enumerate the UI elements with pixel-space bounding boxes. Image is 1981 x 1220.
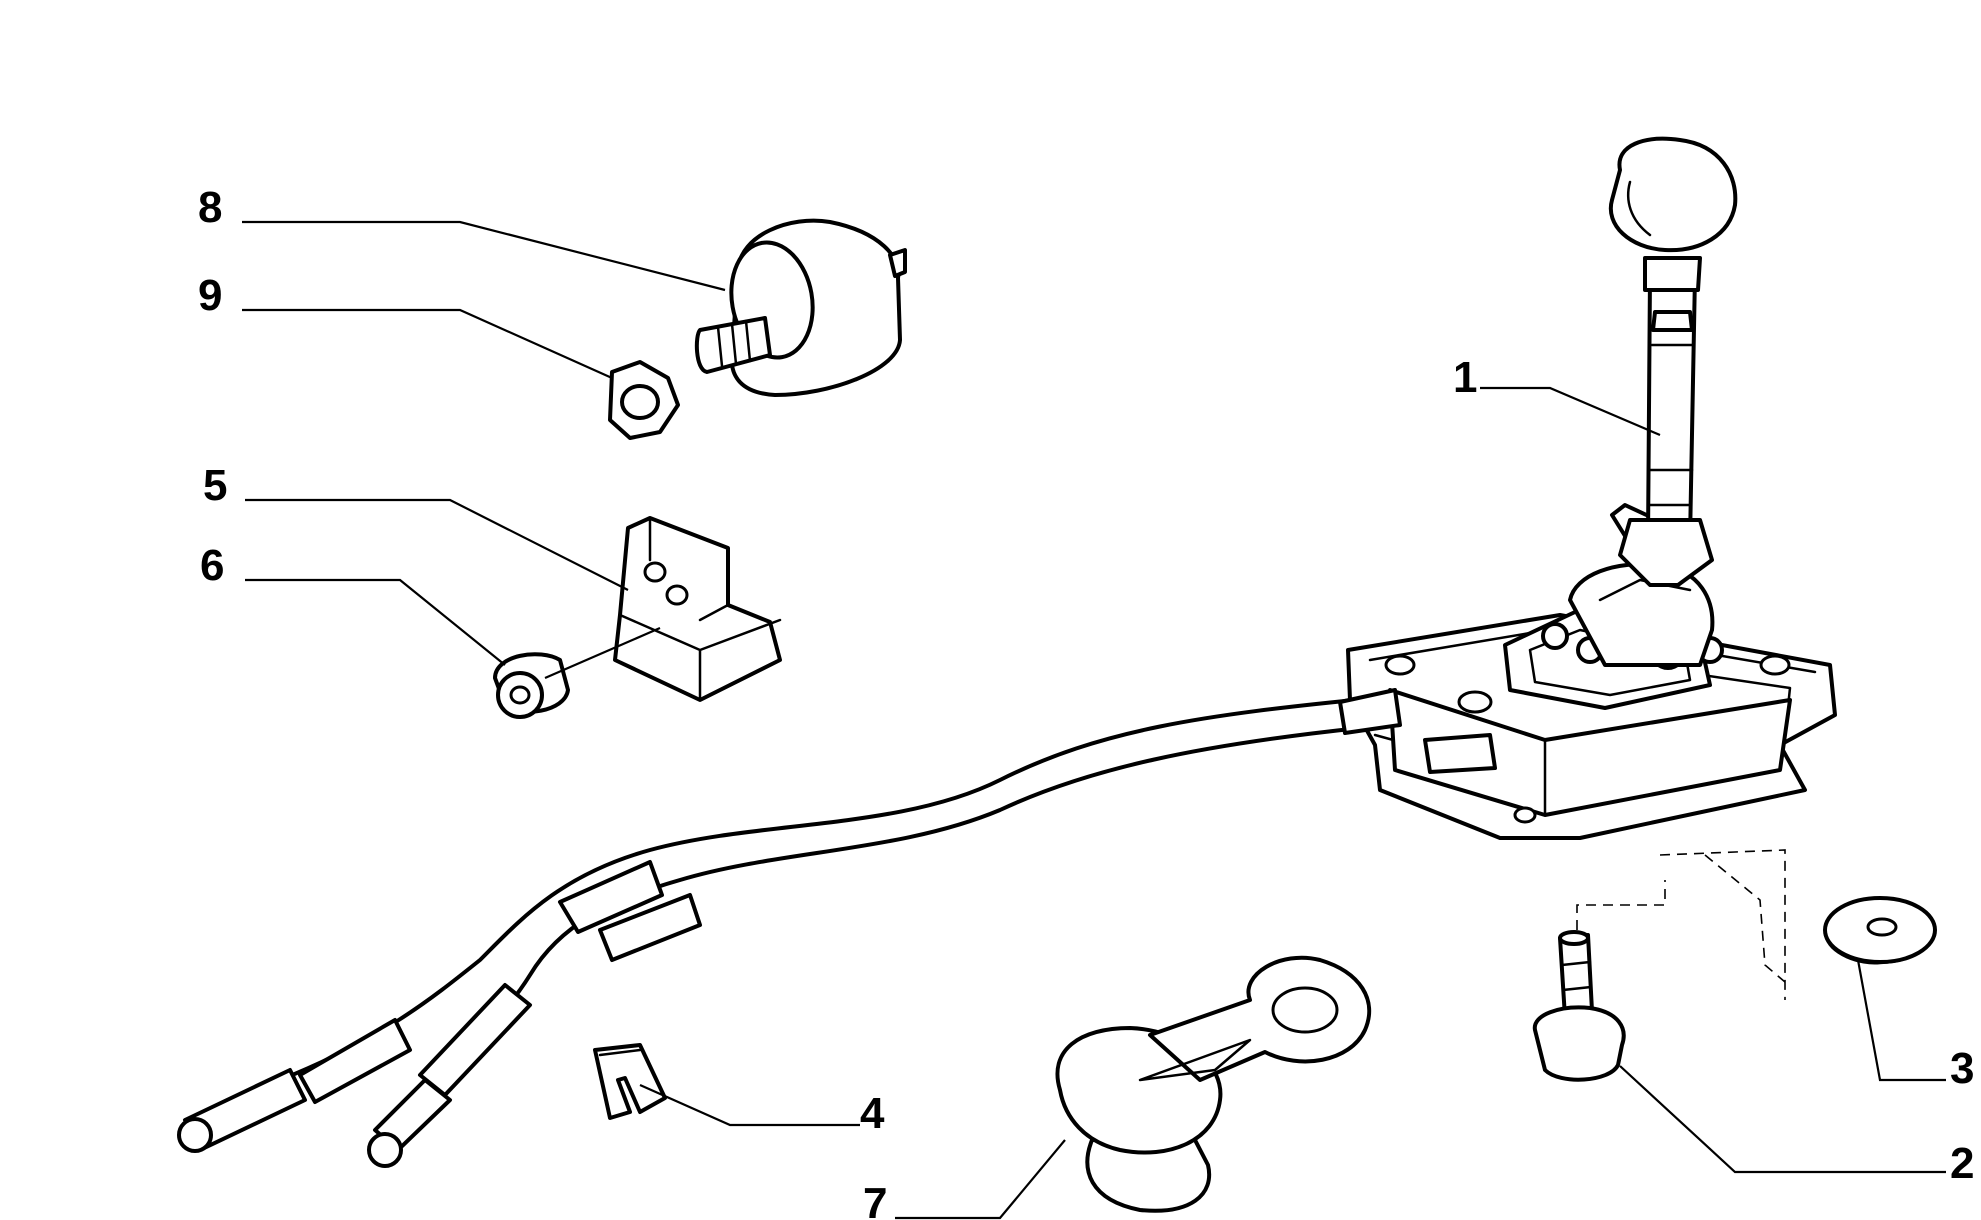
- part-5-bracket: [613, 516, 782, 702]
- part-6-flange-nut: [493, 652, 570, 719]
- callout-6: 6: [200, 541, 224, 590]
- callout-2: 2: [1950, 1139, 1974, 1188]
- assembly-guide-lines: [1576, 849, 1786, 1000]
- callout-1: 1: [1453, 353, 1477, 402]
- callout-labels: 8 9 5 6 1 4 7 2 3: [198, 183, 1974, 1220]
- callout-4: 4: [860, 1089, 885, 1138]
- callout-9: 9: [198, 271, 222, 320]
- part-2-bolt: [1532, 930, 1626, 1082]
- part-4-clip: [593, 1043, 667, 1120]
- part-1-gear-shift-assembly: [1346, 136, 1837, 840]
- callout-8: 8: [198, 183, 222, 232]
- part-3-washer: [1823, 896, 1937, 965]
- part-7-lever-cover: [1055, 955, 1372, 1213]
- leader-lines: [242, 220, 1946, 1220]
- callout-5: 5: [203, 461, 227, 510]
- part-8-rubber-mount: [694, 218, 907, 397]
- callout-7: 7: [863, 1179, 887, 1220]
- callout-3: 3: [1950, 1044, 1974, 1093]
- part-9-hex-nut: [608, 360, 680, 440]
- shift-cables: [177, 688, 1497, 1168]
